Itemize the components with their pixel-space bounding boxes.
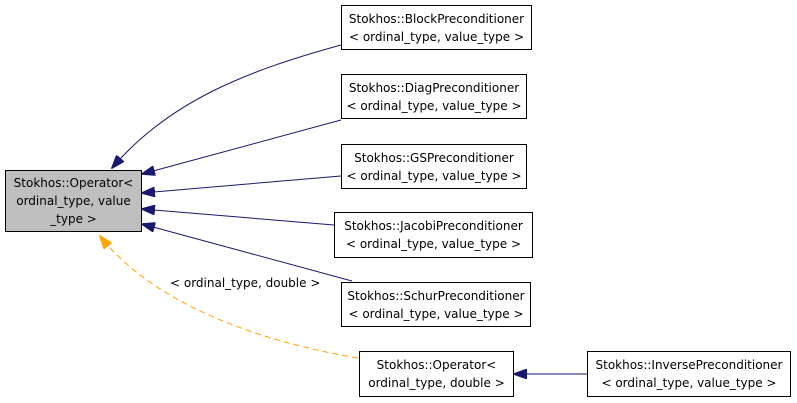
node-block-preconditioner[interactable]: Stokhos::BlockPreconditioner < ordinal_t… <box>341 5 532 50</box>
edge-gs-to-operator <box>142 175 342 193</box>
node-diag-line-2: < ordinal_type, value_type > <box>346 98 522 113</box>
edge-block-to-operator <box>112 44 342 168</box>
edge-schur-to-operator <box>142 224 353 282</box>
node-block-line-2: < ordinal_type, value_type > <box>348 29 525 44</box>
node-operator-double-line-2: ordinal_type, double > <box>368 376 505 390</box>
template-args-label: < ordinal_type, double > <box>170 276 321 290</box>
node-inverse-line-1: Stokhos::InversePreconditioner <box>595 358 783 372</box>
node-schur-line-1: Stokhos::SchurPreconditioner <box>347 288 525 303</box>
node-diag-line-1: Stokhos::DiagPreconditioner <box>348 80 520 95</box>
edge-template-instantiation <box>100 236 359 359</box>
node-schur-line-2: < ordinal_type, value_type > <box>348 306 524 321</box>
node-jacobi-line-1: Stokhos::JacobiPreconditioner <box>344 219 523 233</box>
node-gs-line-2: < ordinal_type, value_type > <box>346 168 522 183</box>
node-operator-line-2: ordinal_type, value <box>16 194 131 208</box>
node-gs-line-1: Stokhos::GSPreconditioner <box>354 150 514 165</box>
edge-jacobi-to-operator <box>142 209 335 226</box>
node-operator-line-3: _type > <box>50 212 97 226</box>
node-operator-double-line-1: Stokhos::Operator< <box>376 358 497 372</box>
node-operator-double[interactable]: Stokhos::Operator< ordinal_type, double … <box>359 351 514 397</box>
node-jacobi-line-2: < ordinal_type, value_type > <box>345 237 522 251</box>
edge-diag-to-operator <box>142 119 342 174</box>
node-jacobi-preconditioner[interactable]: Stokhos::JacobiPreconditioner < ordinal_… <box>334 212 533 258</box>
node-schur-preconditioner[interactable]: Stokhos::SchurPreconditioner < ordinal_t… <box>341 282 531 327</box>
node-inverse-preconditioner[interactable]: Stokhos::InversePreconditioner < ordinal… <box>587 351 791 397</box>
node-inverse-line-2: < ordinal_type, value_type > <box>601 376 777 390</box>
node-block-line-1: Stokhos::BlockPreconditioner <box>348 11 525 26</box>
node-operator-line-1: Stokhos::Operator< <box>13 176 134 190</box>
node-diag-preconditioner[interactable]: Stokhos::DiagPreconditioner < ordinal_ty… <box>341 74 527 119</box>
node-gs-preconditioner[interactable]: Stokhos::GSPreconditioner < ordinal_type… <box>341 144 527 189</box>
node-operator[interactable]: Stokhos::Operator< ordinal_type, value _… <box>5 170 142 232</box>
